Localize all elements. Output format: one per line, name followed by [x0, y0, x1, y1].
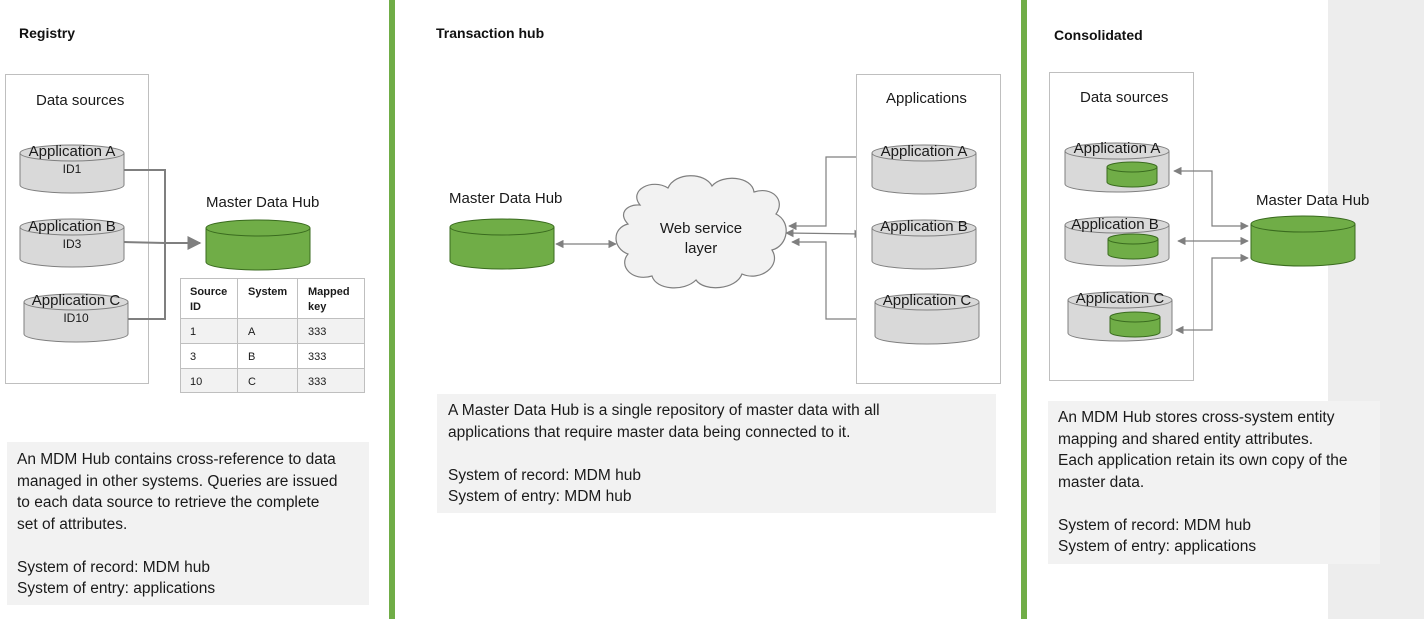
cloud-label-line1: Web service — [660, 220, 742, 237]
transaction-title: Transaction hub — [436, 25, 544, 41]
system-of-record: System of record: MDM hub — [1058, 516, 1251, 534]
table-header-key: key — [308, 301, 327, 313]
transaction-app-c: Application C — [874, 292, 980, 345]
divider-left — [389, 0, 395, 619]
consolidated-hub-cylinder — [1250, 215, 1356, 267]
table-cell: 333 — [308, 376, 326, 388]
transaction-connectors — [555, 152, 869, 324]
registry-hub-label: Master Data Hub — [206, 194, 319, 211]
table-cell: A — [248, 326, 256, 338]
table-cell: 10 — [190, 376, 202, 388]
desc-line: An MDM Hub stores cross-system entity — [1058, 409, 1335, 426]
system-of-record: System of record: MDM hub — [17, 558, 210, 576]
system-of-entry: System of entry: MDM hub — [448, 488, 632, 505]
desc-line: set of attributes. — [17, 515, 128, 533]
registry-app-a-name: Application A — [29, 143, 116, 160]
desc-line: to each data source to retrieve the comp… — [17, 494, 320, 511]
registry-app-a: Application A ID1 — [19, 143, 125, 194]
transaction-app-b-name: Application B — [880, 218, 968, 235]
registry-sources-title: Data sources — [36, 92, 124, 109]
registry-app-c-id: ID10 — [63, 311, 89, 325]
table-cell: 1 — [190, 326, 196, 338]
registry-description: An MDM Hub contains cross-reference to d… — [7, 442, 369, 605]
registry-app-c: Application C ID10 — [23, 292, 129, 343]
transaction-description: A Master Data Hub is a single repository… — [437, 394, 996, 513]
table-header-source: Source — [190, 286, 227, 298]
consolidated-description: An MDM Hub stores cross-system entity ma… — [1048, 401, 1380, 564]
table-cell: C — [248, 376, 256, 388]
transaction-app-b: Application B — [871, 218, 977, 270]
table-cell: 333 — [308, 326, 326, 338]
consolidated-app-c-name: Application C — [1076, 290, 1165, 307]
consolidated-connectors — [1173, 166, 1249, 335]
table-header-system: System — [248, 286, 287, 298]
transaction-hub-cylinder — [449, 218, 555, 270]
cloud-label-line2: layer — [685, 240, 718, 257]
desc-line: applications that require master data be… — [448, 423, 851, 441]
registry-connectors — [123, 169, 202, 320]
table-header-mapped: Mapped — [308, 286, 350, 298]
desc-line: mapping and shared entity attributes. — [1058, 430, 1314, 448]
desc-line: master data. — [1058, 473, 1145, 491]
registry-app-b-id: ID3 — [63, 237, 82, 251]
table-header-id: ID — [190, 301, 201, 313]
desc-line: A Master Data Hub is a single repository… — [448, 402, 880, 419]
registry-hub-cylinder — [205, 219, 311, 271]
consolidated-title: Consolidated — [1054, 27, 1143, 43]
transaction-apps-title: Applications — [886, 90, 967, 107]
consolidated-app-b: Application B — [1064, 216, 1170, 267]
system-of-entry: System of entry: applications — [1058, 538, 1257, 555]
consolidated-app-b-name: Application B — [1071, 216, 1159, 233]
table-cell: 3 — [190, 351, 196, 363]
registry-title: Registry — [19, 25, 75, 41]
transaction-app-a: Application A — [871, 143, 977, 195]
transaction-app-a-name: Application A — [881, 143, 968, 160]
transaction-hub-label: Master Data Hub — [449, 190, 562, 207]
transaction-app-c-name: Application C — [883, 292, 972, 309]
consolidated-app-a-name: Application A — [1074, 140, 1161, 157]
desc-line: An MDM Hub contains cross-reference to d… — [17, 451, 336, 468]
consolidated-app-a: Application A — [1064, 140, 1170, 193]
consolidated-hub-label: Master Data Hub — [1256, 192, 1369, 209]
web-service-cloud: Web service layer — [615, 175, 787, 289]
table-cell: B — [248, 351, 255, 363]
consolidated-app-c: Application C — [1067, 290, 1173, 342]
system-of-entry: System of entry: applications — [17, 580, 216, 597]
table-cell: 333 — [308, 351, 326, 363]
desc-line: Each application retain its own copy of … — [1058, 452, 1348, 469]
registry-app-c-name: Application C — [32, 292, 121, 309]
desc-line: managed in other systems. Queries are is… — [17, 472, 338, 490]
divider-right — [1021, 0, 1027, 619]
registry-app-b-name: Application B — [28, 218, 116, 235]
system-of-record: System of record: MDM hub — [448, 466, 641, 484]
consolidated-sources-title: Data sources — [1080, 89, 1168, 106]
registry-app-a-id: ID1 — [63, 162, 82, 176]
registry-app-b: Application B ID3 — [19, 218, 125, 268]
registry-mapping-table: Source ID System Mapped key 1 A 333 3 B … — [180, 278, 365, 393]
